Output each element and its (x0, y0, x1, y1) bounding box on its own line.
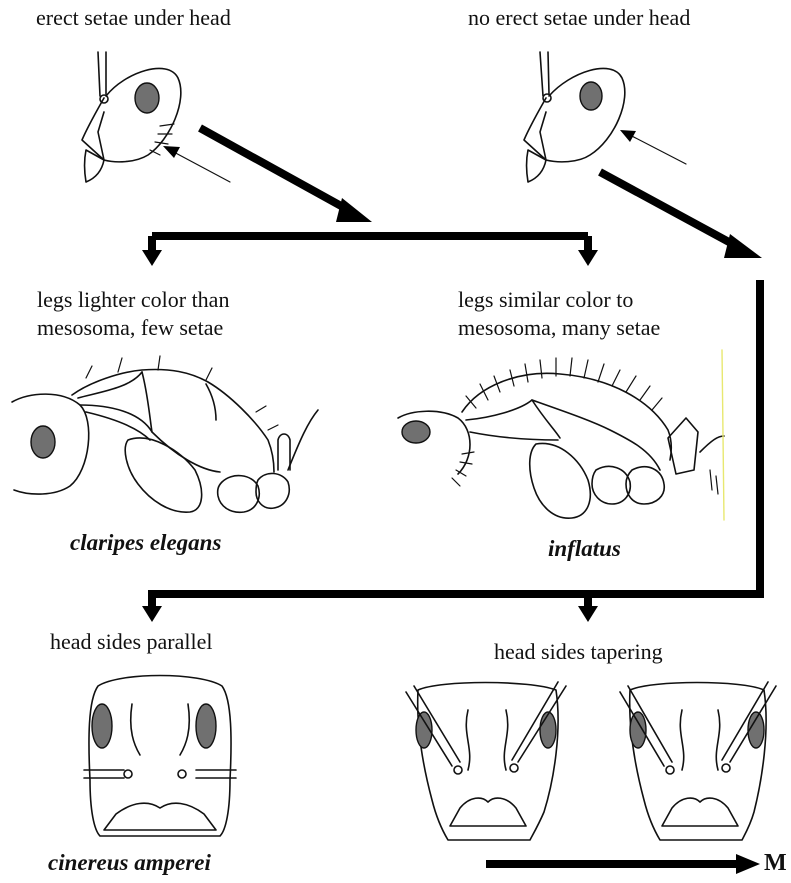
mesosoma-inflatus (398, 350, 724, 520)
label-legs-similar-line1: legs similar color to (458, 286, 633, 313)
head-front-tapering-left (406, 682, 566, 840)
label-legs-similar-line2: mesosoma, many setae (458, 314, 660, 341)
head-front-tapering-right (620, 682, 776, 840)
head-front-cinereus (84, 676, 236, 837)
label-legs-lighter-line1: legs lighter color than (37, 286, 229, 313)
species-cinereus: cinereus amperei (48, 850, 211, 876)
head-with-erect-setae (82, 52, 230, 182)
label-head-parallel: head sides parallel (50, 628, 213, 655)
m-arrow (486, 854, 760, 874)
label-legs-lighter-line2: mesosoma, few setae (37, 314, 223, 341)
label-no-erect-setae: no erect setae under head (468, 4, 690, 31)
label-head-tapering: head sides tapering (494, 638, 663, 665)
species-inflatus: inflatus (548, 536, 621, 562)
m-arrow-label: M (764, 850, 787, 877)
flow-arrows-top (142, 128, 764, 622)
head-without-erect-setae (524, 52, 686, 182)
mesosoma-claripes (12, 356, 318, 512)
species-claripes: claripes elegans (70, 530, 221, 556)
label-erect-setae: erect setae under head (36, 4, 231, 31)
